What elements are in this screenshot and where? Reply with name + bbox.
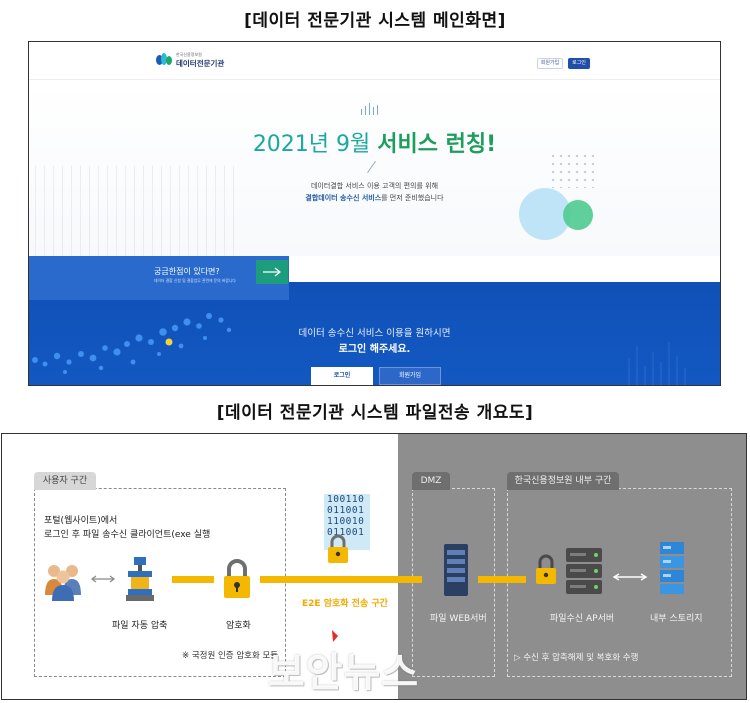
user-note-line1: 포털(웹사이트)에서 — [44, 516, 118, 526]
padlock-icon — [328, 534, 348, 563]
storage-icon — [660, 542, 684, 594]
bidirectional-arrow-icon — [91, 575, 115, 583]
circle-decoration-green — [563, 200, 593, 230]
inquiry-go-button[interactable] — [256, 260, 288, 284]
logo-org-name: 한국신용정보원 — [176, 52, 202, 57]
storage-label: 내부 스토리지 — [650, 614, 703, 624]
binary-line: 011001 — [327, 527, 365, 538]
transfer-bar-segment-3 — [478, 576, 526, 583]
file-transfer-diagram: 사용자 구간 DMZ 한국신용정보원 내부 구간 포털(웹사이트)에서 로그인 … — [1, 433, 747, 700]
padlock-icon — [536, 554, 556, 584]
caption-file-transfer: [데이터 전문기관 시스템 파일전송 개요도] — [216, 403, 534, 423]
join-button-bottom[interactable]: 회원가입 — [379, 367, 441, 385]
login-button[interactable]: 로그인 — [568, 58, 590, 69]
hero-title: 2021년 9월 서비스 런칭! — [252, 132, 497, 157]
encrypt-label: 암호화 — [226, 621, 251, 631]
caption-main-screen: [데이터 전문기관 시스템 메인화면] — [244, 11, 506, 31]
binary-line: 011001 — [327, 505, 365, 516]
particle-wave-decoration — [32, 313, 686, 385]
login-promo-section: 궁금한점이 있다면? 데이터 결합 신청 및 결합업무 관련에 문의 바랍니다 — [29, 256, 720, 385]
dmz-zone-tab: DMZ — [412, 472, 450, 490]
dots-decoration — [549, 152, 599, 188]
inquiry-title: 궁금한점이 있다면? — [154, 267, 220, 276]
logo-icon — [156, 53, 172, 67]
login-button-bottom[interactable]: 로그인 — [311, 367, 373, 385]
padlock-icon — [224, 559, 250, 598]
inquiry-subtitle: 데이터 결합 신청 및 결합업무 관련에 문의 바랍니다 — [154, 278, 236, 283]
vise-compress-icon — [126, 557, 154, 601]
bars-decoration-icon — [361, 103, 381, 115]
bidirectional-arrow-icon — [612, 573, 648, 581]
portal-main-screenshot: 한국신용정보원 데이터전문기관 회원가입 로그인 2021년 9월 서비스 런칭… — [28, 41, 721, 386]
binary-line: 110010 — [327, 516, 365, 527]
watermark-mark-icon — [332, 630, 338, 642]
users-icon — [45, 565, 81, 601]
server-rack-icon — [566, 548, 602, 594]
user-note-line2: 로그인 후 파일 송수신 클라이언트(exe 실행 — [44, 530, 211, 540]
web-server-label: 파일 WEB서버 — [430, 614, 487, 624]
server-rack-icon — [444, 544, 468, 596]
compress-label: 파일 자동 압축 — [112, 621, 168, 631]
logo-title[interactable]: 데이터전문기관 — [176, 59, 225, 68]
nis-module-note: ※ 국정원 인증 암호화 모듈 — [182, 651, 279, 661]
transfer-bar-segment-1 — [172, 576, 214, 583]
section-divider — [289, 256, 720, 282]
login-prompt-line1: 데이터 송수신 서비스 이용을 원하시면 — [298, 328, 451, 339]
internal-zone-tab: 한국신용정보원 내부 구간 — [507, 472, 619, 490]
watermark: 보안뉴스 — [268, 650, 420, 696]
hero-description-1: 데이터결합 서비스 이용 고객의 편의를 위해 — [310, 182, 439, 190]
decompress-note: ▷ 수신 후 압축해제 및 복호화 수행 — [514, 653, 639, 663]
transfer-bar-segment-2 — [260, 576, 422, 583]
join-button[interactable]: 회원가입 — [537, 58, 563, 69]
hero-description-2: 결합데이터 송수신 서비스를 먼저 준비했습니다 — [305, 194, 444, 202]
circle-decoration-blue — [519, 188, 571, 240]
e2e-encryption-label: E2E 암호화 전송 구간 — [302, 599, 388, 609]
user-zone-tab: 사용자 구간 — [34, 472, 96, 490]
inquiry-banner[interactable]: 궁금한점이 있다면? 데이터 결합 신청 및 결합업무 관련에 문의 바랍니다 — [29, 256, 289, 300]
ap-server-label: 파일수신 AP서버 — [550, 614, 615, 624]
login-prompt-line2: 로그인 해주세요. — [338, 344, 411, 355]
binary-line: 100110 — [327, 494, 365, 505]
arrow-right-icon — [263, 267, 281, 277]
portal-header: 한국신용정보원 데이터전문기관 회원가입 로그인 — [29, 42, 720, 80]
